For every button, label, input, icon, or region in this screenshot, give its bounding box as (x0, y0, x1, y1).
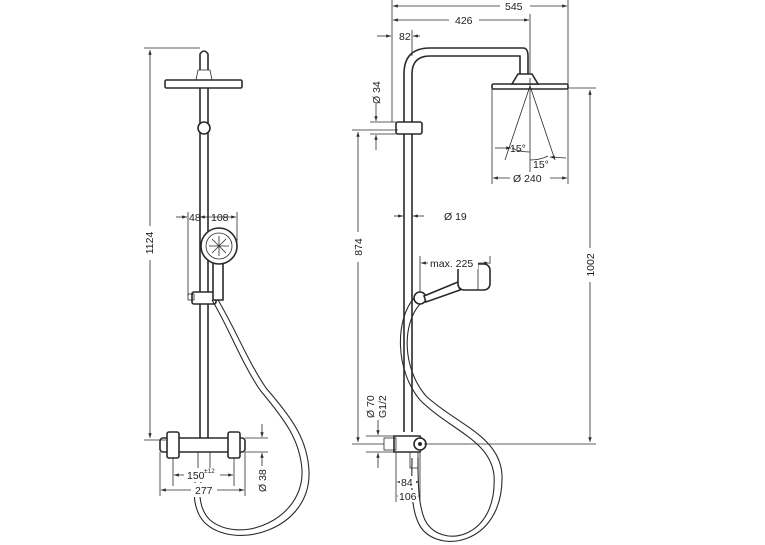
front-overhead-shower (164, 79, 243, 89)
dim-277-label: 277 (195, 485, 213, 497)
dim-108-label: 108 (211, 212, 229, 224)
dim-38-label: Ø 38 (257, 469, 269, 492)
dim-48-label: 48 (189, 212, 201, 224)
dim-240-mask (510, 172, 550, 184)
front-hose-inner (193, 299, 310, 536)
front-wall-bracket (197, 121, 211, 135)
dim-70-label: Ø 70 (365, 395, 377, 418)
side-wall-bracket (395, 121, 423, 135)
dim-240-label: Ø 240 (513, 173, 542, 185)
tilt-arc-right (529, 155, 549, 161)
dim-225-label: max. 225 (430, 258, 473, 270)
dim-150-label: 150 (187, 470, 205, 482)
side-arm-inner (411, 55, 521, 432)
dim-1002-mask (582, 248, 598, 282)
front-hand-shower-nozzles (209, 236, 229, 256)
dim-106-label: 106 (399, 491, 417, 503)
dim-1124-mask (141, 226, 159, 260)
tilt-line-right (529, 85, 556, 161)
front-shower-joint (195, 69, 213, 81)
front-slider-knob (187, 293, 195, 301)
dim-1124-label: 1124 (144, 232, 156, 255)
dim-225-mask (428, 257, 478, 269)
dim-150-mask (184, 468, 220, 482)
front-thermostat-right-knob (227, 431, 241, 459)
dim-1002-label: 1002 (585, 253, 597, 277)
side-shower-joint (510, 73, 540, 85)
dim-G12-label: G1/2 (377, 395, 389, 418)
dim-34-label: Ø 34 (371, 81, 383, 104)
front-hose-outer (199, 299, 303, 531)
dim-426-label: 426 (455, 15, 473, 27)
dim-545-mask (500, 0, 530, 12)
dim-874-label: 874 (353, 238, 365, 256)
front-thermostat-body (159, 437, 246, 453)
dim-84-mask (400, 476, 416, 488)
front-arm-top (199, 50, 209, 70)
side-arm-outer (403, 47, 529, 432)
dim-426-mask (449, 14, 479, 26)
dim-874-mask (350, 232, 366, 262)
tilt-arc-left (511, 147, 531, 153)
side-view: 15° 15° 545 426 82 (350, 0, 598, 542)
front-hand-shower-handle (212, 261, 224, 301)
dim-82-label: 82 (399, 31, 411, 43)
front-thermostat-left-knob (166, 431, 180, 459)
dim-545-label: 545 (505, 1, 523, 13)
dim-19-label: Ø 19 (444, 211, 467, 223)
side-hand-shower-handle (423, 280, 461, 304)
dim-277-mask (191, 483, 217, 497)
dim-150-tolerance: ±12 (204, 468, 215, 475)
dim-15a-label: 15° (510, 143, 526, 155)
side-hose-outer (399, 297, 495, 537)
front-view: 1124 48 108 150 ±12 277 Ø 38 (141, 47, 310, 536)
tilt-arrow-right (549, 155, 567, 159)
dim-106-mask (398, 490, 418, 502)
side-thermostat-knob-center (418, 442, 422, 446)
dim-84-label: 84 (401, 477, 413, 489)
dim-15b-label: 15° (533, 159, 549, 171)
side-spout (409, 452, 419, 469)
side-hose-inner (406, 303, 503, 542)
front-hand-shower-ring (205, 232, 233, 260)
